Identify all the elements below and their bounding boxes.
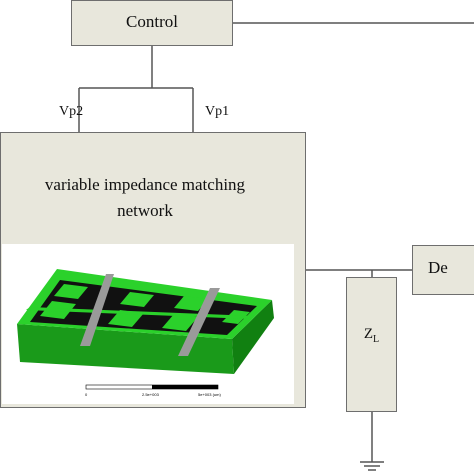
switch-strip-left <box>80 274 114 346</box>
pad <box>162 314 198 331</box>
control-label: Control <box>126 12 178 31</box>
detector-label: De <box>428 258 448 277</box>
switch-strip-right <box>178 288 220 356</box>
load-impedance-label: ZL <box>346 326 397 345</box>
circuit-layout-render: 0 2.5e+003 5e+003 (um) <box>17 269 274 397</box>
matching-network-title-line2: network <box>117 201 173 220</box>
control-block <box>71 0 233 46</box>
matching-network-title: variable impedance matching network <box>0 172 290 224</box>
detector-block <box>412 245 474 295</box>
scale-tick-0: 0 <box>85 392 88 397</box>
load-impedance-symbol: Z <box>363 326 374 342</box>
pad <box>54 284 88 299</box>
vp2-label: Vp2 <box>59 104 84 119</box>
pad <box>174 296 208 311</box>
load-impedance-subscript: L <box>373 334 380 345</box>
vp1-label: Vp1 <box>205 104 230 119</box>
matching-network-title-line1: variable impedance matching <box>44 175 246 194</box>
pad <box>120 292 154 307</box>
scale-tick-2: 5e+003 (um) <box>198 392 221 397</box>
circuit-layout-image: 0 2.5e+003 5e+003 (um) <box>2 244 294 404</box>
scale-tick-1: 2.5e+003 <box>142 392 160 397</box>
scale-bar-fill <box>152 385 218 389</box>
substrate-right-face <box>232 300 274 374</box>
substrate-front-face <box>17 324 234 374</box>
load-impedance-block <box>346 277 397 412</box>
